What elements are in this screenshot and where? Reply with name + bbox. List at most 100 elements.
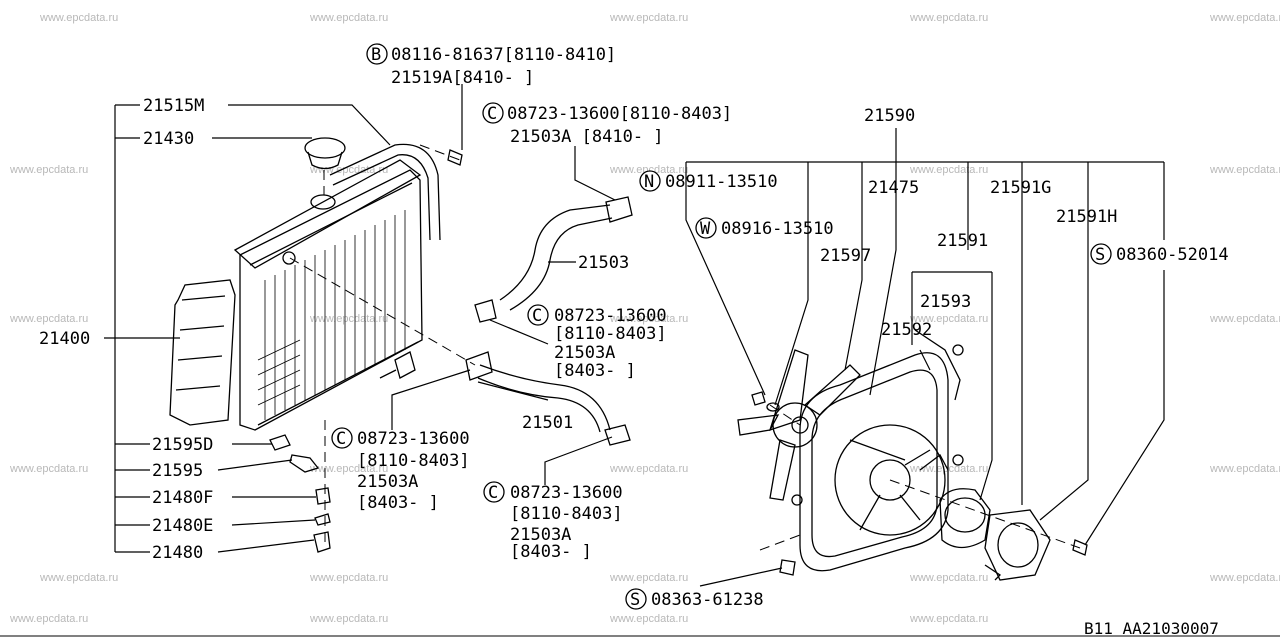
fan-assembly xyxy=(737,329,1088,581)
leader-21595 xyxy=(115,459,293,471)
callout-letter-circle xyxy=(1090,243,1112,265)
nut-axis xyxy=(769,404,801,426)
radiator-cap-body xyxy=(307,151,343,170)
callout-line: 21503A xyxy=(510,525,571,545)
leader-washer xyxy=(774,162,809,406)
callout-line: 21503A [8410- ] xyxy=(510,127,664,147)
part-label-21515M: 21515M xyxy=(143,96,204,116)
part-label-21591G: 21591G xyxy=(990,178,1051,198)
radiator-top-tank xyxy=(233,159,422,269)
part-label-21593: 21593 xyxy=(920,292,971,312)
callout-line: 08723-13600 xyxy=(554,306,667,326)
fan-ring xyxy=(834,424,946,536)
part-label-21480F: 21480F xyxy=(152,488,213,508)
watermark: www.epcdata.ru xyxy=(9,613,88,625)
motor-face xyxy=(944,497,986,533)
callout-line: [8110-8403] xyxy=(357,451,470,471)
leader-21501 xyxy=(477,381,549,401)
callout-line: 08916-13510 xyxy=(721,219,834,239)
washer-08916 xyxy=(766,402,780,412)
watermark: www.epcdata.ru xyxy=(309,572,388,584)
shroud-ribs xyxy=(175,295,226,391)
part-label-21595: 21595 xyxy=(152,461,203,481)
callout-s-screw1: S 08360-52014 xyxy=(1090,243,1229,265)
watermark: www.epcdata.ru xyxy=(9,463,88,475)
part-label-21591: 21591 xyxy=(937,231,988,251)
callout-line: 08723-13600 xyxy=(510,483,623,503)
callout-letter-circle xyxy=(366,43,388,65)
watermark: www.epcdata.ru xyxy=(609,313,688,325)
watermark: www.epcdata.ru xyxy=(39,572,118,584)
part-label-21590: 21590 xyxy=(864,106,915,126)
radiator-fins-lower xyxy=(257,339,301,406)
upper-hose-clamp xyxy=(605,196,633,223)
fan-blade-bottom xyxy=(769,439,796,501)
callout-line: 21519A[8410- ] xyxy=(391,68,534,88)
callout-line: [8110-8403] xyxy=(554,324,667,344)
fan-hub xyxy=(869,459,911,501)
part-label-21503: 21503 xyxy=(578,253,629,273)
fan-blade-top xyxy=(769,349,809,432)
callout-line: [8403- ] xyxy=(510,542,592,562)
upper-hose-clamp-lower xyxy=(474,299,497,323)
watermark: www.epcdata.ru xyxy=(39,12,118,24)
page-code: B11 AA21030007 xyxy=(1084,619,1219,638)
drain-outlet xyxy=(379,351,416,379)
callout-b-bolt: B 08116-81637[8110-8410] 21519A[8410- ] xyxy=(366,43,616,88)
lower-hose-21501 xyxy=(477,364,611,433)
leader-nut xyxy=(685,162,766,396)
callout-letter: B xyxy=(371,45,381,65)
callout-c-low1: C 08723-13600 [8110-8403] 21503A [8403- … xyxy=(331,427,470,513)
callout-line: 08116-81637[8110-8410] xyxy=(391,45,616,65)
watermark: www.epcdata.ru xyxy=(909,572,988,584)
fan-shroud-bracket xyxy=(914,329,961,471)
motor-bracket-opening xyxy=(997,522,1039,568)
bolt-21519A xyxy=(447,149,463,166)
callout-c-top: C 08723-13600[8110-8403] 21503A [8410- ] xyxy=(482,102,732,147)
watermarks: www.epcdata.ru www.epcdata.ru www.epcdat… xyxy=(9,12,1280,625)
screw-08363 xyxy=(779,559,796,576)
part-label-21591H: 21591H xyxy=(1056,207,1117,227)
motor-bracket-part xyxy=(984,509,1051,581)
callout-line: 08363-61238 xyxy=(651,590,764,610)
nut-08911 xyxy=(751,391,766,406)
fan-stays xyxy=(849,439,931,531)
radiator-shroud-part xyxy=(169,279,236,426)
watermark: www.epcdata.ru xyxy=(609,164,688,176)
upper-mount xyxy=(282,251,296,265)
shroud-bolt xyxy=(791,494,803,506)
hoses xyxy=(465,196,633,446)
bracket-bolt-upper xyxy=(952,344,964,356)
watermark: www.epcdata.ru xyxy=(609,12,688,24)
callout-letter: S xyxy=(1095,245,1105,265)
filler-neck xyxy=(310,194,336,210)
part-label-21430: 21430 xyxy=(143,129,194,149)
fan-shroud-inner xyxy=(811,369,938,558)
callout-letter: W xyxy=(700,219,711,239)
part-label-21595D: 21595D xyxy=(152,435,213,455)
mount-21480F xyxy=(315,487,331,505)
radiator-core-edges xyxy=(249,182,419,426)
part-label-21597: 21597 xyxy=(820,246,871,266)
callout-letter-circle xyxy=(695,217,717,239)
watermark: www.epcdata.ru xyxy=(909,613,988,625)
part-label-21501: 21501 xyxy=(522,413,573,433)
leader-21515M xyxy=(115,104,391,146)
callout-letter: N xyxy=(644,172,654,192)
upper-hose-21503 xyxy=(499,204,613,311)
leader-21480 xyxy=(115,539,315,553)
callout-letter-circle xyxy=(625,588,647,610)
watermark: www.epcdata.ru xyxy=(309,463,388,475)
leader-21591-bar xyxy=(911,271,993,501)
callout-letter: C xyxy=(488,483,498,503)
fan-blade-right xyxy=(803,364,861,416)
screw-08360 xyxy=(1072,539,1088,556)
callout-c-mid: C 08723-13600 [8110-8403] 21503A [8403- … xyxy=(527,304,667,381)
callout-letter-circle xyxy=(639,170,661,192)
callout-line: [8110-8403] xyxy=(510,504,623,524)
callout-c-low2: C 08723-13600 [8110-8403] 21503A [8403- … xyxy=(483,481,623,562)
callout-n-nut: N 08911-13510 xyxy=(639,170,778,192)
watermark: www.epcdata.ru xyxy=(1209,463,1280,475)
